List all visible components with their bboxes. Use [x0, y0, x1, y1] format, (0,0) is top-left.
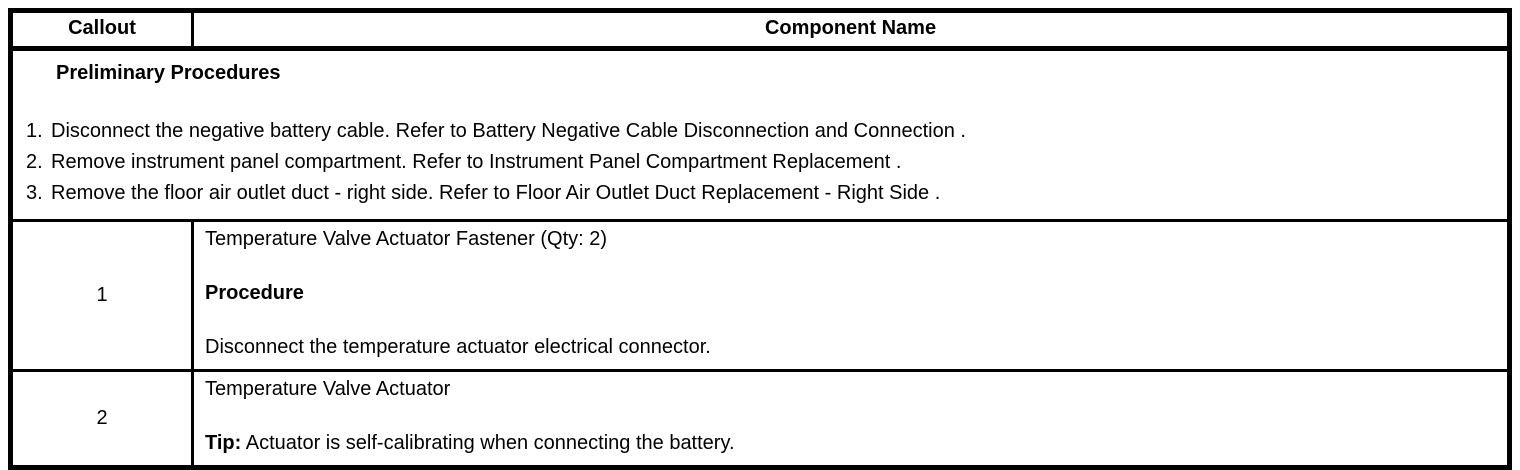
- callout-cell-2: 2: [9, 369, 194, 469]
- step-number: 3.: [26, 182, 43, 204]
- component-name-text: Temperature Valve Actuator: [205, 378, 451, 400]
- step-text: Remove instrument panel compartment. Ref…: [51, 151, 902, 173]
- component-name-text: Temperature Valve Actuator Fastener (Qty…: [205, 228, 608, 250]
- preliminary-procedures-row: Preliminary Procedures 1. Disconnect the…: [9, 47, 1511, 222]
- preliminary-steps-list: 1. Disconnect the negative battery cable…: [13, 116, 1497, 209]
- tip-line: Tip: Actuator is self-calibrating when c…: [205, 430, 1499, 457]
- callout-component-table: Callout Component Name Preliminary Proce…: [8, 8, 1512, 470]
- component-cell-1: Temperature Valve Actuator Fastener (Qty…: [191, 219, 1511, 372]
- procedure-detail: Disconnect the temperature actuator elec…: [205, 336, 711, 358]
- preliminary-step: 3. Remove the floor air outlet duct - ri…: [13, 178, 1497, 209]
- preliminary-step: 2. Remove instrument panel compartment. …: [13, 147, 1497, 178]
- step-text: Remove the floor air outlet duct - right…: [51, 182, 941, 204]
- table-row: 1 Temperature Valve Actuator Fastener (Q…: [9, 219, 1511, 372]
- table-header-row: Callout Component Name: [9, 9, 1511, 51]
- tip-text: Actuator is self-calibrating when connec…: [245, 432, 735, 454]
- preliminary-step: 1. Disconnect the negative battery cable…: [13, 116, 1497, 147]
- component-cell-2: Temperature Valve Actuator Tip: Actuator…: [191, 369, 1511, 469]
- step-number: 1.: [26, 120, 43, 142]
- component-name-column-header: Component Name: [191, 9, 1511, 51]
- preliminary-procedures-cell: Preliminary Procedures 1. Disconnect the…: [9, 47, 1511, 222]
- callout-column-header: Callout: [9, 9, 194, 51]
- tip-label: Tip:: [205, 432, 242, 454]
- procedure-heading: Procedure: [205, 282, 304, 304]
- step-number: 2.: [26, 151, 43, 173]
- callout-cell-1: 1: [9, 219, 194, 372]
- table-row: 2 Temperature Valve Actuator Tip: Actuat…: [9, 369, 1511, 469]
- step-text: Disconnect the negative battery cable. R…: [51, 120, 966, 142]
- preliminary-procedures-title: Preliminary Procedures: [56, 62, 281, 84]
